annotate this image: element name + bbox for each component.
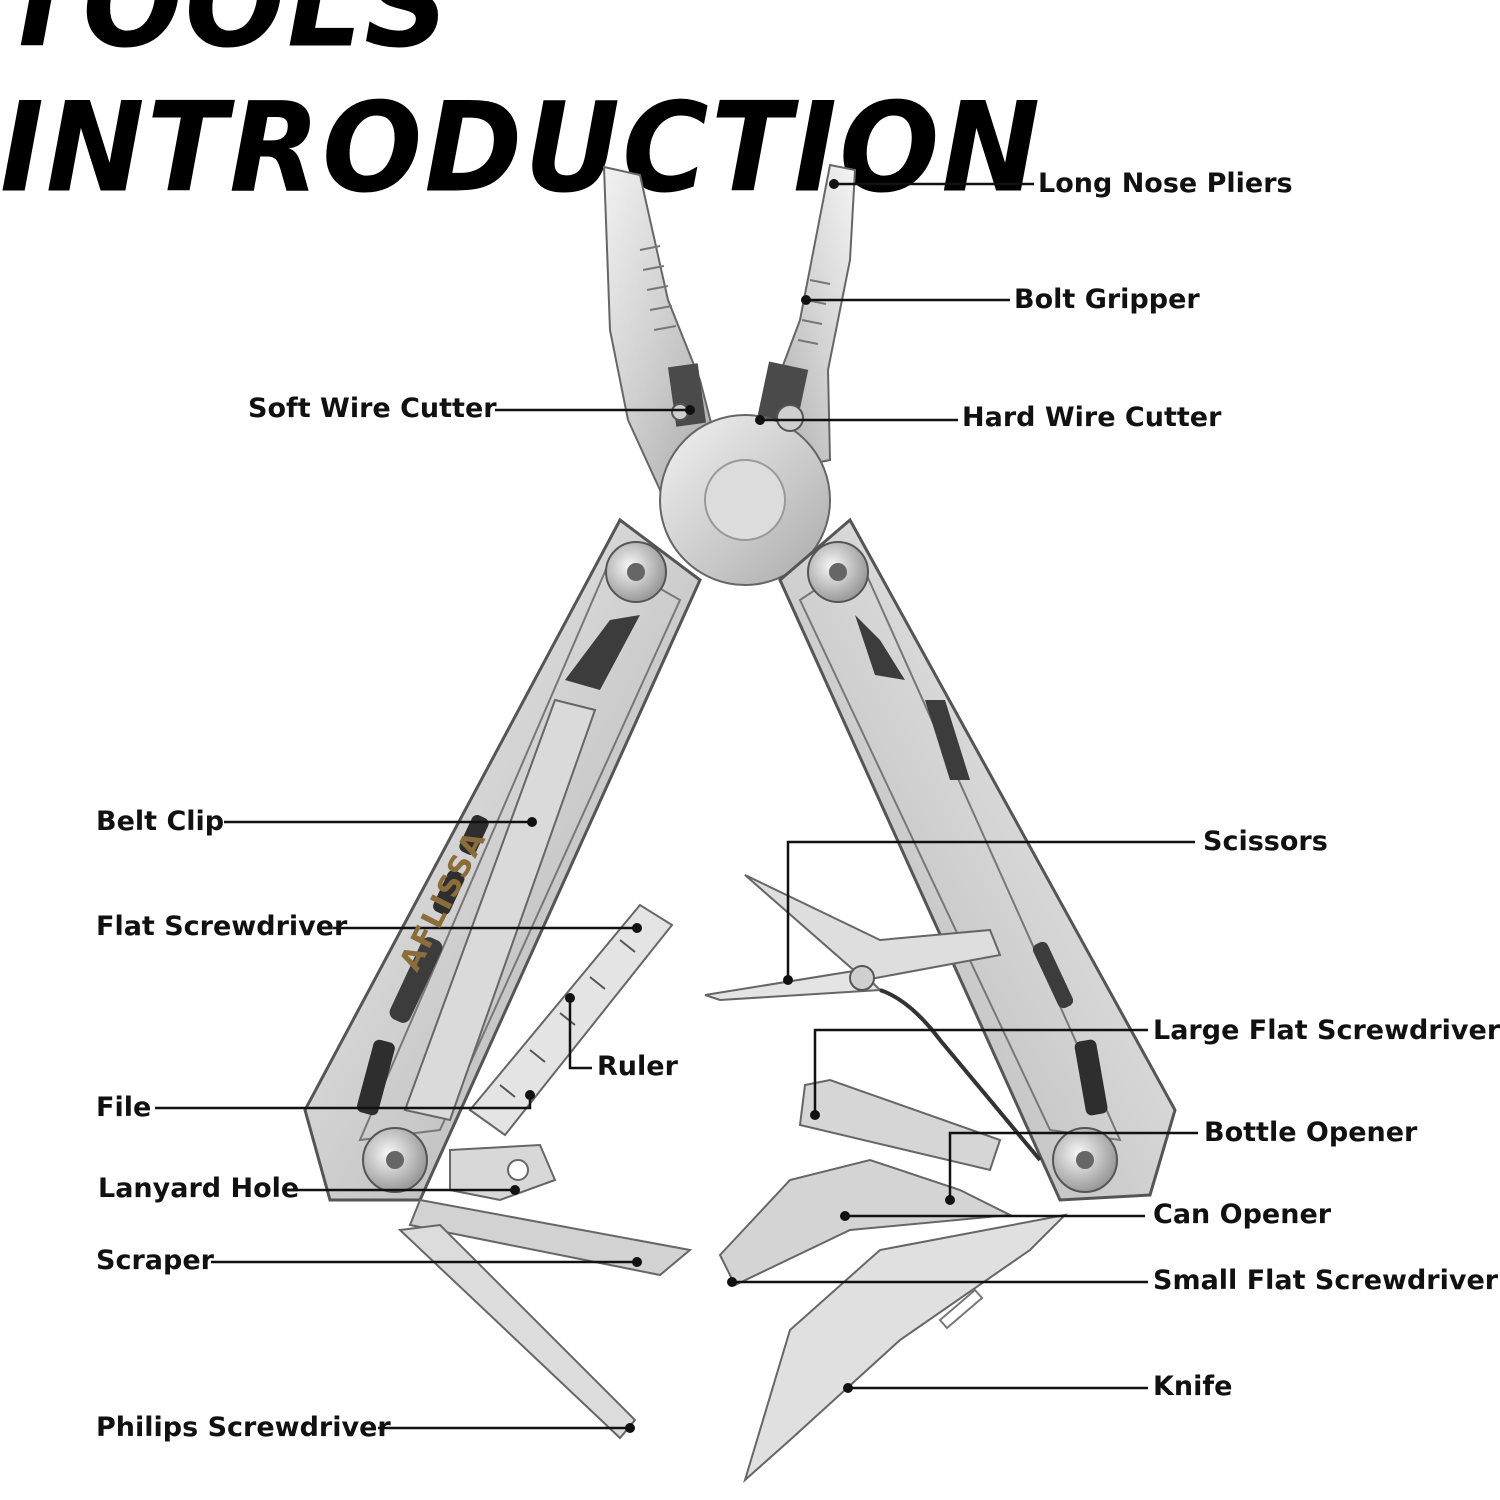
label-bolt-gripper: Bolt Gripper — [1014, 284, 1200, 315]
scissors-blade-upper — [744, 874, 1002, 982]
scraper-blade — [408, 1198, 693, 1277]
label-knife: Knife — [1153, 1371, 1233, 1402]
can-opener-blade — [718, 1158, 1014, 1287]
pivot-disc — [704, 459, 786, 541]
label-belt-clip: Belt Clip — [96, 806, 225, 837]
label-long-nose-pliers: Long Nose Pliers — [1038, 168, 1293, 199]
label-flat-screwdriver: Flat Screwdriver — [96, 911, 348, 942]
belt-clip-shape — [403, 698, 597, 1122]
label-bottle-opener: Bottle Opener — [1204, 1117, 1418, 1148]
screws — [362, 403, 1118, 1193]
label-scissors: Scissors — [1203, 826, 1328, 857]
label-can-opener: Can Opener — [1153, 1199, 1332, 1230]
label-hard-wire-cutter: Hard Wire Cutter — [962, 402, 1222, 433]
label-soft-wire-cutter: Soft Wire Cutter — [248, 393, 497, 424]
label-scraper: Scraper — [96, 1245, 214, 1276]
label-lanyard-hole: Lanyard Hole — [98, 1173, 300, 1204]
philips-blade — [397, 1223, 637, 1440]
label-small-flat-screwdriver: Small Flat Screwdriver — [1153, 1265, 1499, 1296]
lanyard-tab — [449, 1143, 557, 1202]
label-large-flat-screwdriver: Large Flat Screwdriver — [1153, 1015, 1500, 1046]
large-flat-screwdriver-blade — [798, 1078, 1002, 1172]
label-ruler: Ruler — [597, 1051, 678, 1082]
knife-blade — [743, 1213, 1068, 1484]
label-philips-screwdriver: Philips Screwdriver — [96, 1412, 391, 1443]
label-file: File — [96, 1092, 152, 1123]
